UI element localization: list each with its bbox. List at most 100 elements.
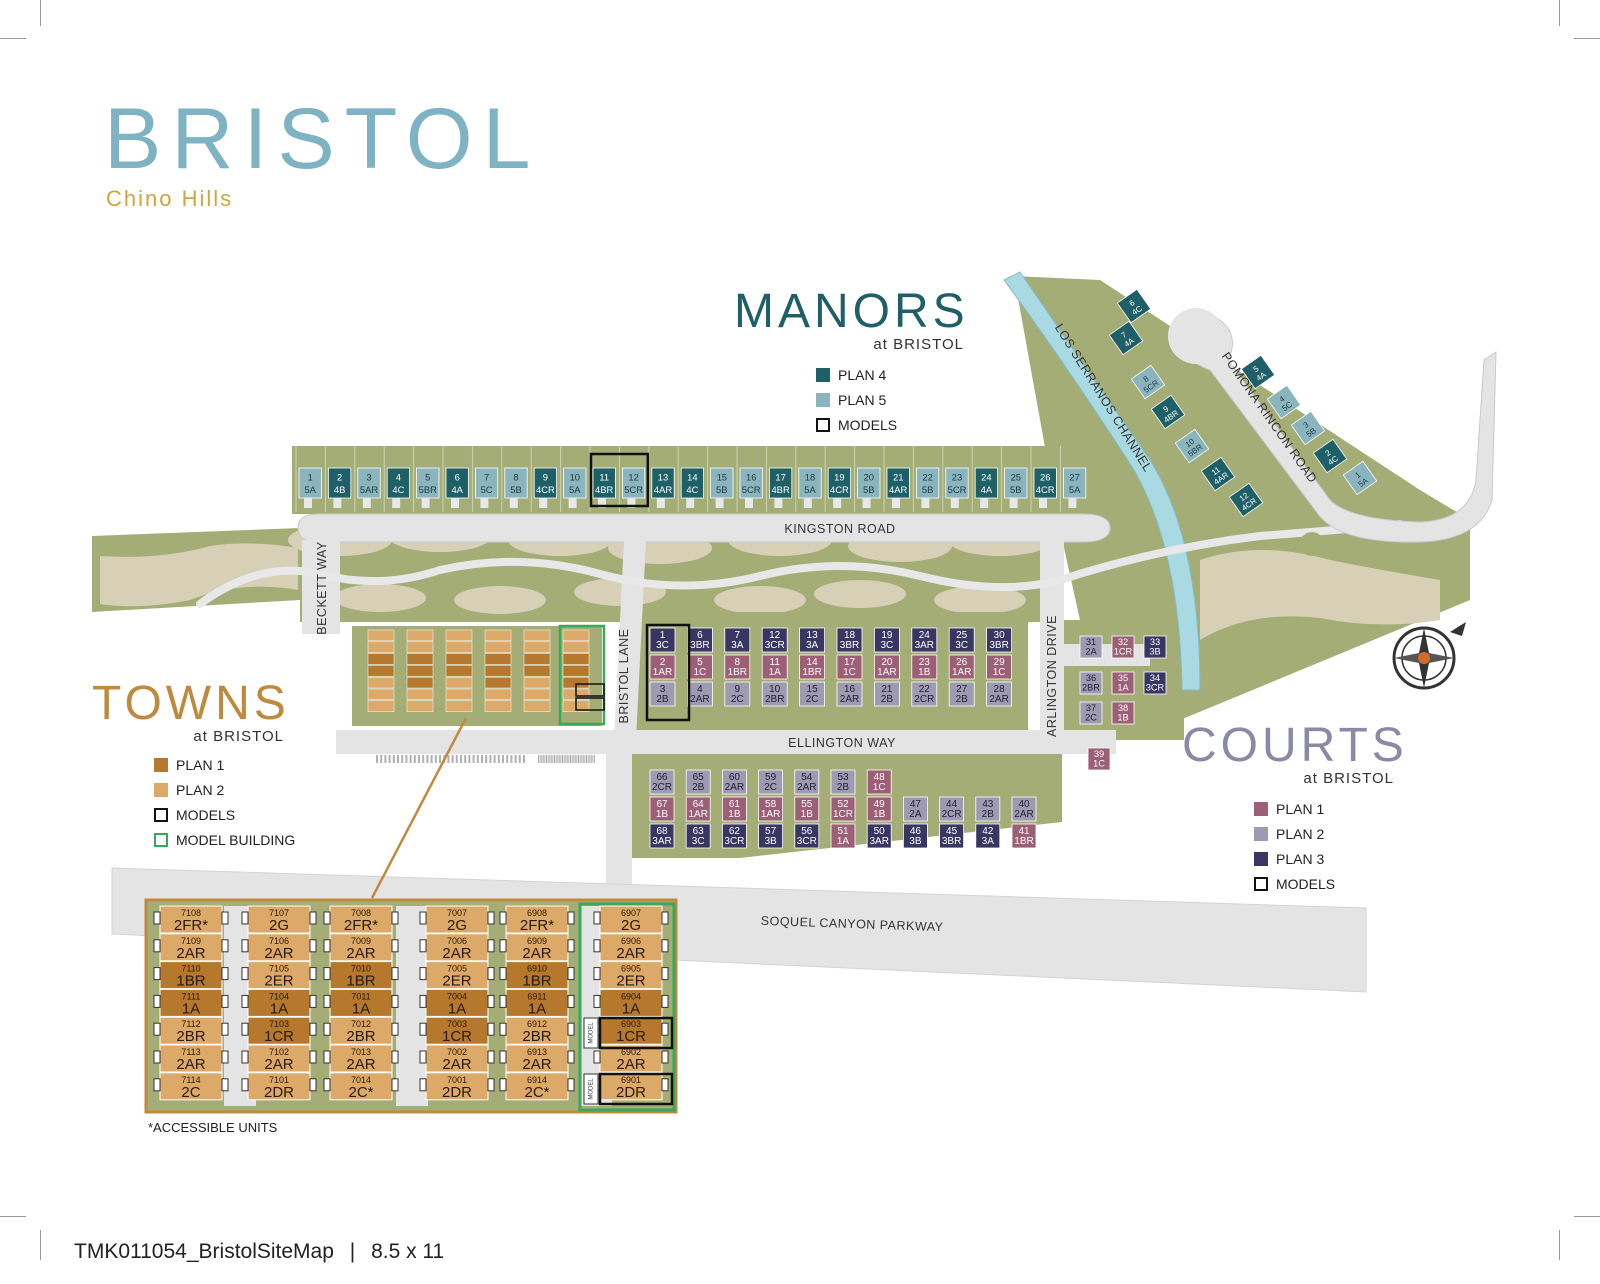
unit-garage — [153, 1078, 161, 1092]
lot-plan: 1AR — [688, 809, 707, 820]
legend-label: PLAN 4 — [838, 366, 887, 383]
lot-number: 10 — [769, 684, 781, 695]
lot-body — [1312, 438, 1348, 474]
town-unit — [523, 629, 551, 642]
town-unit — [562, 653, 590, 665]
unit-plan: 2AR — [522, 1056, 551, 1073]
town-unit — [562, 629, 590, 642]
lot-plan: 1BR — [728, 667, 747, 678]
legend-swatch — [816, 392, 830, 407]
lot-number: 3 — [660, 684, 666, 695]
unit-body — [329, 961, 393, 990]
unit-plan: 1BR — [346, 973, 375, 990]
lot-body — [724, 654, 751, 680]
unit-body — [247, 1044, 311, 1073]
lot-body — [903, 823, 928, 849]
parking-stripe — [552, 755, 554, 763]
unit-number: 7012 — [351, 1019, 371, 1029]
footer-file: TMK011054_BristolSiteMap — [74, 1240, 334, 1263]
town-unit — [562, 665, 590, 677]
unit-garage — [241, 911, 249, 925]
cul-lot: 45C — [1266, 384, 1302, 420]
lot-body — [948, 654, 975, 680]
unit-garage — [419, 967, 427, 981]
unit-garage — [323, 911, 331, 925]
crop-mark — [0, 38, 26, 39]
lot-body — [986, 627, 1012, 653]
driveway — [745, 498, 753, 508]
unit-plan: 2AR — [616, 945, 645, 962]
lot-number: 21 — [881, 684, 893, 695]
unit-plan: 2AR — [442, 1056, 471, 1073]
lot-body — [866, 823, 892, 849]
unit-plan: 2AR — [264, 945, 293, 962]
towns-inset: 71082FR*71092AR71101BR71111A71122BR71132… — [144, 898, 678, 1114]
unit-number: 7003 — [447, 1019, 467, 1029]
unit-number: 7112 — [181, 1019, 200, 1029]
lot-number: 29 — [994, 657, 1006, 668]
driveway — [980, 498, 989, 508]
legend-label: PLAN 2 — [1276, 825, 1325, 842]
unit-number: 7011 — [351, 991, 370, 1001]
lot-plan: 3BR — [989, 640, 1008, 651]
parking-stripe — [578, 755, 579, 763]
lot-number: 2 — [660, 657, 666, 668]
lot-number: 24 — [919, 630, 931, 641]
unit-plan: 1CR — [442, 1028, 472, 1045]
unit-garage — [391, 939, 399, 953]
lot-number: 9 — [1162, 404, 1171, 414]
unit-body — [425, 1044, 489, 1073]
lot-number: 6 — [1128, 298, 1137, 308]
unit-plan: 2G — [447, 917, 467, 934]
unit-plan: 1A — [622, 1000, 640, 1017]
manor-model-box — [589, 452, 650, 508]
lot-plan: 5C — [481, 484, 493, 495]
unit-garage — [391, 994, 399, 1008]
lot-body — [836, 627, 863, 653]
lot-plan: 3C — [692, 836, 705, 847]
unit-garage — [661, 994, 669, 1008]
lot-body — [874, 681, 900, 707]
lot-body — [830, 769, 856, 795]
unit-garage — [499, 967, 507, 981]
unit-body — [159, 1044, 223, 1073]
parking-stripe — [590, 755, 592, 763]
east-sand — [1200, 550, 1440, 640]
driveway — [715, 498, 724, 508]
legend-label: MODELS — [1276, 875, 1336, 892]
lot-plan: 3A — [982, 836, 995, 847]
unit-garage — [593, 939, 601, 953]
lot-number: 53 — [837, 772, 849, 783]
lot-plan: 3CR — [797, 836, 817, 847]
lot-plan: 5A — [569, 484, 581, 495]
unit-number: 7105 — [269, 964, 289, 974]
lot-number: 23 — [952, 472, 962, 483]
parking-stripe — [574, 755, 576, 763]
lot-number: 4 — [396, 472, 401, 483]
crop-mark — [40, 0, 41, 26]
driveway — [686, 498, 695, 508]
lot-plan: 3CR — [765, 640, 785, 651]
footer-separator: | — [349, 1240, 356, 1263]
parking-stripe — [560, 755, 562, 763]
lot-number: 23 — [919, 657, 931, 668]
lot-body — [649, 796, 675, 822]
legend-row: PLAN 4 — [816, 362, 897, 387]
lot-body — [1011, 823, 1037, 849]
parking-stripe — [587, 755, 589, 763]
lot-number: 63 — [693, 826, 705, 837]
